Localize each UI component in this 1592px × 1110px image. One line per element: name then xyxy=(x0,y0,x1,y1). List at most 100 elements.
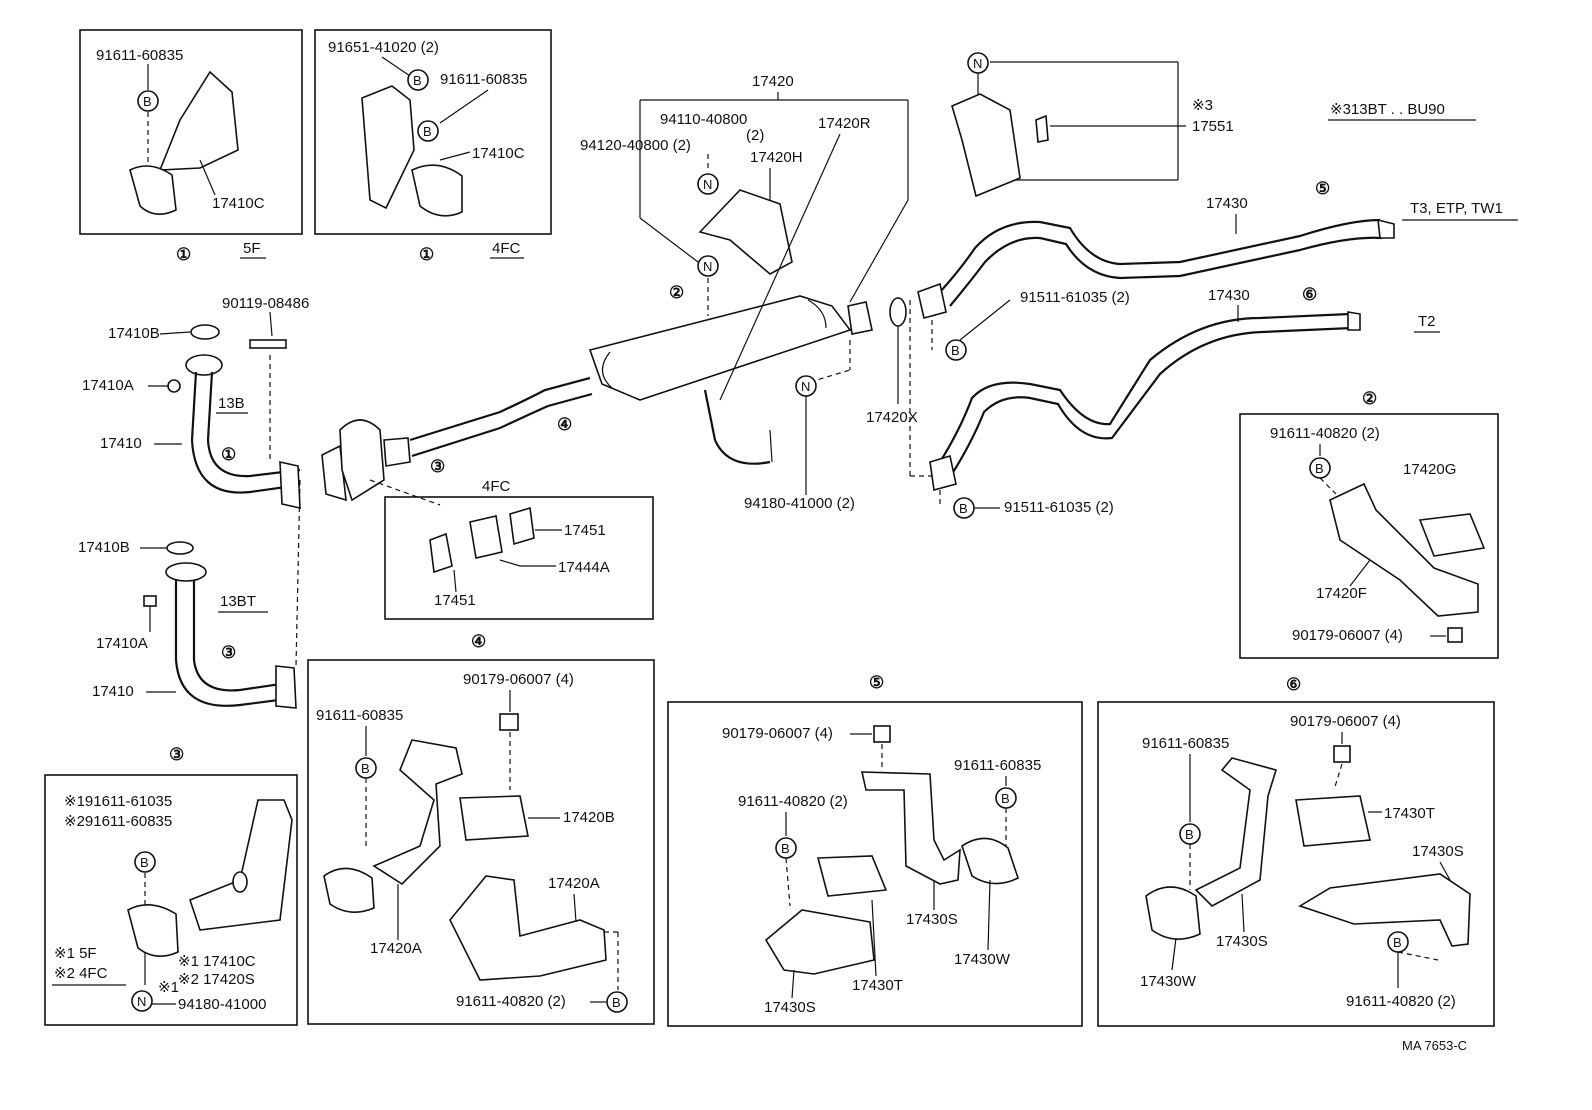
note-star1-91611-61035: ※191611-61035 xyxy=(64,793,172,810)
gasket-17451-icon xyxy=(429,532,453,574)
label-17410c-b: 17410C xyxy=(472,145,525,162)
svg-text:B: B xyxy=(1001,791,1010,806)
tail-flange-t3-icon xyxy=(917,282,947,319)
callout-6-box: ⑥ xyxy=(1286,675,1301,694)
label-17451: 17451 xyxy=(564,522,606,539)
callout-2-box: ② xyxy=(1362,389,1377,408)
bracket-17551-icon xyxy=(951,93,1021,198)
note-star1-17410c: ※1 17410C xyxy=(178,953,256,970)
mount-17420g-icon xyxy=(1418,513,1486,557)
svg-text:B: B xyxy=(612,995,621,1010)
muffler-17420-icon xyxy=(588,295,852,401)
label-91611-60835-d: 91611-60835 xyxy=(954,757,1041,774)
front-pipe-13b xyxy=(190,371,301,494)
inset-box-3 xyxy=(44,774,298,1026)
gasket-17410b-icon xyxy=(190,324,220,340)
svg-text:N: N xyxy=(973,56,982,71)
mount-17430t-b-icon xyxy=(1295,795,1371,847)
code-13bt: 13BT xyxy=(220,593,256,610)
code-t3-etp-tw1: T3, ETP, TW1 xyxy=(1410,200,1503,217)
bracket-17430s-icon xyxy=(860,771,961,885)
label-17420b: 17420B xyxy=(563,809,615,826)
label-17430s: 17430S xyxy=(906,911,958,928)
label-17420f: 17420F xyxy=(1316,585,1367,602)
label-17410a: 17410A xyxy=(82,377,134,394)
code-t2: T2 xyxy=(1418,313,1436,330)
svg-text:B: B xyxy=(361,761,370,776)
label-91611-60835: 91611-60835 xyxy=(96,47,183,64)
clamp-box3-icon xyxy=(127,904,179,957)
label-17430s-d: 17430S xyxy=(1216,933,1268,950)
svg-text:N: N xyxy=(703,177,712,192)
bracket-17430s-d-icon xyxy=(1298,873,1471,947)
bracket-17430s-c-icon xyxy=(1194,757,1278,907)
inset-box-2-4fc xyxy=(314,29,552,235)
label-94180-41000: 94180-41000 xyxy=(178,996,266,1013)
nut-icon xyxy=(167,379,181,393)
label-17430t: 17430T xyxy=(852,977,903,994)
hanger-17420r-icon xyxy=(703,389,771,465)
label-90179-06007: 90179-06007 (4) xyxy=(1292,627,1403,644)
clamp-icon xyxy=(129,165,177,215)
center-pipe xyxy=(409,376,591,442)
gasket-17420x-icon xyxy=(889,297,907,327)
label-17430: 17430 xyxy=(1206,195,1248,212)
nut-box6-icon xyxy=(1333,745,1351,763)
callout-5-box: ⑤ xyxy=(869,673,884,692)
svg-text:N: N xyxy=(801,379,810,394)
label-17420h: 17420H xyxy=(750,149,803,166)
code-star3: ※3 xyxy=(1192,97,1213,114)
label-17420a: 17420A xyxy=(370,940,422,957)
code-4fc-b: 4FC xyxy=(482,478,511,495)
note-star2-91611-60835: ※291611-60835 xyxy=(64,813,172,830)
svg-text:B: B xyxy=(423,124,432,139)
label-17410-2: 17410 xyxy=(92,683,134,700)
note-star2-4fc: ※2 4FC xyxy=(54,965,108,982)
note-star3-13bt-bu90: ※313BT . . BU90 xyxy=(1330,101,1445,118)
svg-text:B: B xyxy=(140,855,149,870)
note-star1-5f: ※1 5F xyxy=(54,945,97,962)
nut-box4-icon xyxy=(499,713,519,731)
label-17430t-b: 17430T xyxy=(1384,805,1435,822)
svg-text:B: B xyxy=(1315,461,1324,476)
inset-box-4fc-gaskets xyxy=(384,496,654,620)
code-5f: 5F xyxy=(243,240,261,257)
mount-17420b-icon xyxy=(459,795,529,841)
bracket-17430s-b-icon xyxy=(764,909,875,975)
hanger-17420h-icon xyxy=(698,189,793,275)
label-94110-40800: 94110-40800 xyxy=(660,111,747,128)
label-90179-06007-d: 90179-06007 (4) xyxy=(1290,713,1401,730)
clamp-4fc-icon xyxy=(411,164,463,217)
label-17420: 17420 xyxy=(752,73,794,90)
label-91611-40820-d: 91611-40820 (2) xyxy=(1346,993,1456,1010)
callout-3-box: ③ xyxy=(169,745,184,764)
tail-pipe-t2 xyxy=(939,312,1351,463)
code-13b: 13B xyxy=(218,395,245,412)
callout-4: ④ xyxy=(557,415,572,434)
label-qty-2: (2) xyxy=(746,127,764,144)
label-17430w-b: 17430W xyxy=(1140,973,1197,990)
b-marker-text: B xyxy=(143,94,152,109)
label-17451-b: 17451 xyxy=(434,592,476,609)
inset-box-6 xyxy=(1097,701,1495,1027)
bracket-box3-icon xyxy=(189,799,293,931)
label-91611-40820: 91611-40820 (2) xyxy=(1270,425,1380,442)
converter-icon xyxy=(339,419,385,502)
label-17430w: 17430W xyxy=(954,951,1011,968)
svg-text:B: B xyxy=(781,841,790,856)
callout-6: ⑥ xyxy=(1302,285,1317,304)
callout-1: ① xyxy=(176,245,191,264)
label-91611-40820-b: 91611-40820 (2) xyxy=(456,993,566,1010)
label-91611-60835-c: 91611-60835 xyxy=(316,707,403,724)
svg-text:N: N xyxy=(137,994,146,1009)
clamp-17430w-icon xyxy=(961,837,1019,885)
nut-box5-icon xyxy=(873,725,891,743)
flange-icon xyxy=(185,354,223,376)
label-90119-08486: 90119-08486 xyxy=(222,295,309,312)
label-17551: 17551 xyxy=(1192,118,1234,135)
label-91611-60835-e: 91611-60835 xyxy=(1142,735,1229,752)
code-4fc: 4FC xyxy=(492,240,521,257)
label-17420g: 17420G xyxy=(1403,461,1456,478)
